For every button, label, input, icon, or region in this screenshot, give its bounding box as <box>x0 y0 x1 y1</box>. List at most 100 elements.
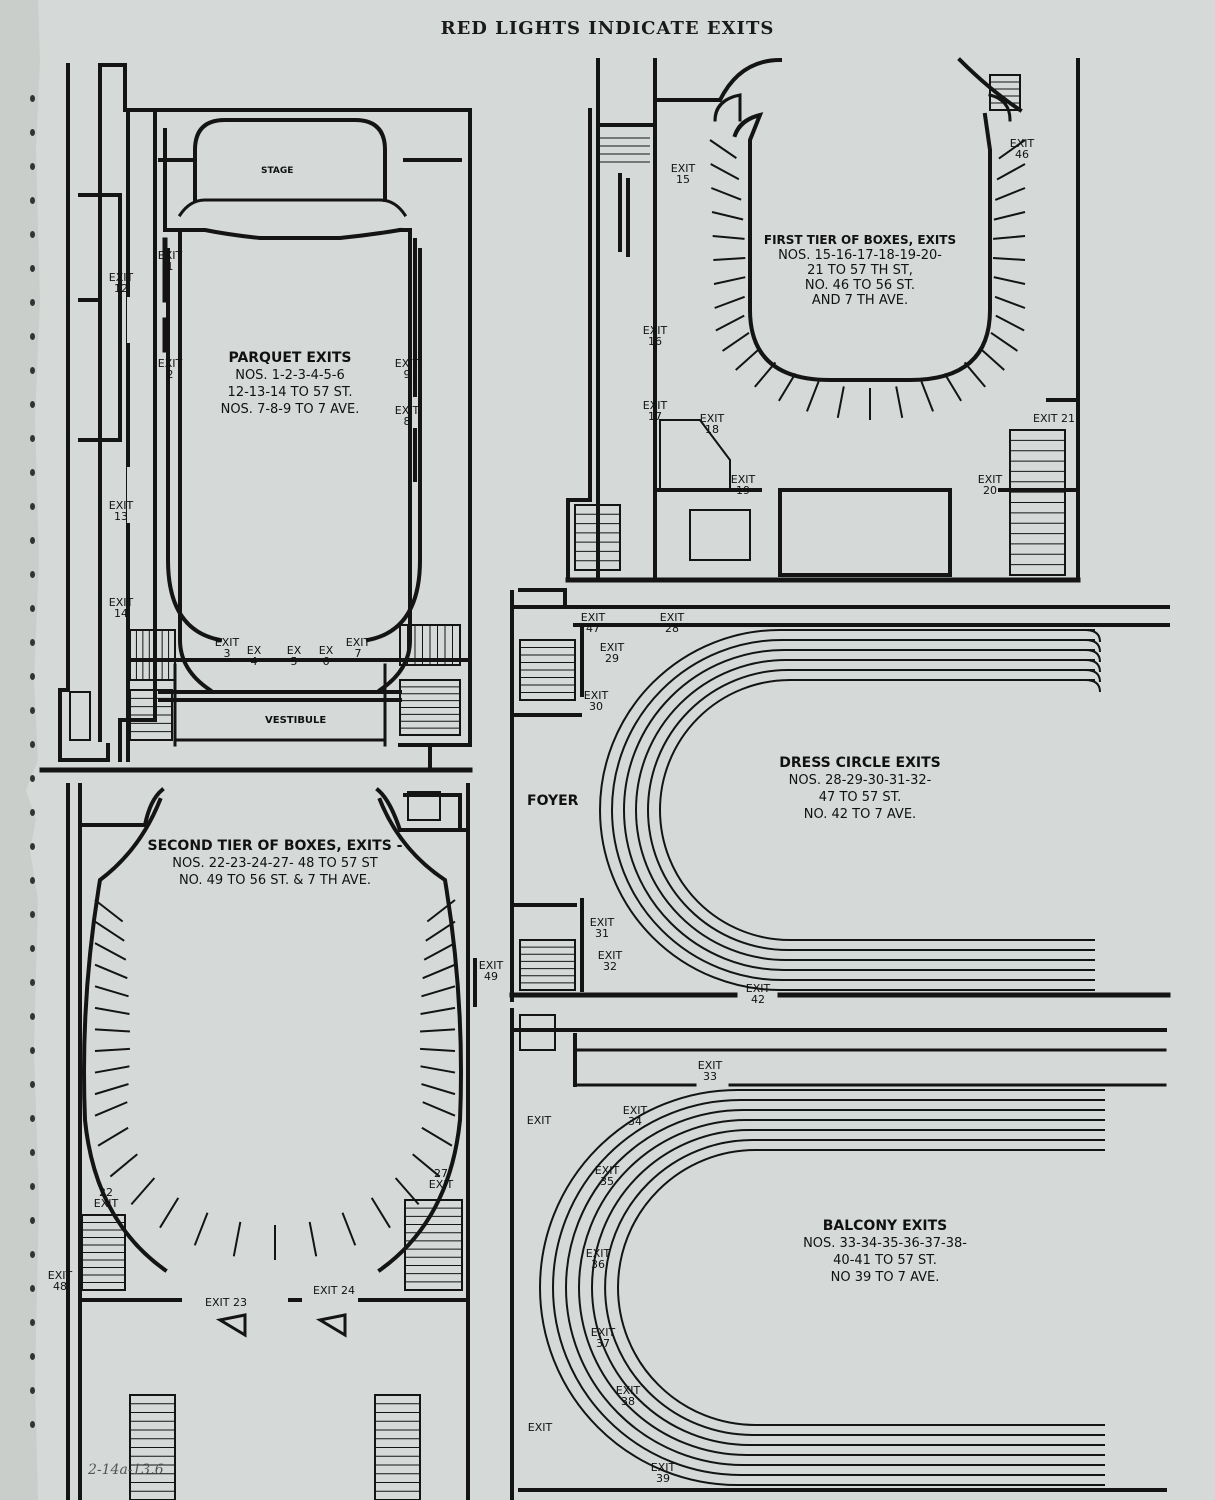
dress-circle-exits-title: DRESS CIRCLE EXITS NOS. 28-29-30-31-32- … <box>779 755 941 822</box>
plan-line <box>193 1212 209 1246</box>
plan-line <box>778 372 797 402</box>
plan-line <box>996 163 1026 181</box>
exit-label: EXIT <box>527 1421 553 1434</box>
plan-line <box>943 372 962 402</box>
punch-hole <box>30 1319 35 1326</box>
plan-line <box>998 139 1026 160</box>
exit-label: EXIT 29 <box>599 641 625 665</box>
punch-hole <box>30 1285 35 1292</box>
exit-label: EXIT 33 <box>697 1059 723 1083</box>
plan-line <box>993 256 1026 261</box>
punch-hole <box>30 775 35 782</box>
punch-hole <box>30 639 35 646</box>
vestibule-label: VESTIBULE <box>265 715 327 726</box>
plan-line <box>895 386 904 419</box>
plan-line <box>836 386 845 419</box>
punch-hole <box>30 1013 35 1020</box>
punch-hole <box>30 673 35 680</box>
plan-line <box>710 163 740 181</box>
seating-row <box>599 629 1095 991</box>
exit-label: EXIT 39 <box>650 1461 676 1485</box>
balcony-plan-walls <box>510 1008 1167 1500</box>
seating-row <box>565 1109 1105 1466</box>
exit-label: EXIT 49 <box>478 959 504 983</box>
exit-label: EXIT 1 <box>157 249 183 273</box>
exit-label: EXIT 23 <box>205 1296 247 1309</box>
exit-label: EXIT 34 <box>622 1104 648 1128</box>
parquet-auditorium <box>166 248 422 643</box>
plan-line <box>994 295 1026 309</box>
plan-line <box>714 295 745 309</box>
punch-hole <box>30 163 35 170</box>
seating-row <box>604 1139 1105 1436</box>
punch-hole <box>30 401 35 408</box>
plan-line <box>94 1101 128 1117</box>
plan-line <box>963 361 986 388</box>
plan-line <box>426 899 456 923</box>
seating-row <box>578 1119 1105 1456</box>
second-tier-horseshoe <box>82 797 463 1273</box>
plan-line <box>421 1126 453 1147</box>
seating-row <box>1084 639 1101 653</box>
seating-row <box>1084 669 1101 683</box>
exit-label: EXIT 18 <box>699 412 725 436</box>
exit-label: EXIT 19 <box>730 473 756 497</box>
exit-label: EXIT 3 <box>214 636 240 660</box>
plan-line <box>421 985 456 998</box>
punch-hole <box>30 945 35 952</box>
exit-label: EX 5 <box>286 644 302 668</box>
handwritten-catalog-note: 2-14a-13.6 <box>88 1462 164 1478</box>
plan-line <box>710 187 742 201</box>
seating-row <box>1084 659 1101 673</box>
punch-hole <box>30 911 35 918</box>
plan-line <box>713 276 746 285</box>
exit-label: EXIT 8 <box>394 404 420 428</box>
plan-line <box>711 211 744 221</box>
exit-label: EXIT 24 <box>313 1284 355 1297</box>
punch-hole <box>30 1183 35 1190</box>
punch-hole <box>30 435 35 442</box>
punch-hole <box>30 95 35 102</box>
punch-hole <box>30 1081 35 1088</box>
plan-line <box>94 1065 130 1074</box>
plan-line <box>713 256 746 261</box>
seating-row <box>611 639 1095 981</box>
punch-hole <box>30 537 35 544</box>
balcony-exits-title: BALCONY EXITS NOS. 33-34-35-36-37-38- 40… <box>803 1218 967 1285</box>
parquet-plan-walls <box>39 63 473 773</box>
punch-hole <box>30 503 35 510</box>
seating-row <box>1084 679 1101 693</box>
plan-line <box>94 1006 130 1015</box>
plan-line <box>425 920 456 942</box>
exit-label: EX 4 <box>246 644 262 668</box>
punch-hole <box>30 469 35 476</box>
plan-line <box>421 1083 456 1096</box>
plan-line <box>995 314 1025 332</box>
punch-hole <box>30 1217 35 1224</box>
plan-line <box>94 985 129 998</box>
exit-label: EXIT 38 <box>615 1384 641 1408</box>
plan-line <box>94 942 127 961</box>
exit-label: EXIT 32 <box>597 949 623 973</box>
punch-hole <box>30 1421 35 1428</box>
punch-hole <box>30 843 35 850</box>
plan-line <box>754 361 777 388</box>
exit-label: EXIT <box>526 1114 552 1127</box>
seating-row <box>552 1099 1105 1476</box>
punch-hole <box>30 299 35 306</box>
seating-row <box>647 669 1095 951</box>
punch-hole <box>30 197 35 204</box>
exit-label: EXIT 2 <box>157 357 183 381</box>
exit-label: EXIT 28 <box>659 611 685 635</box>
exit-label: EXIT 30 <box>583 689 609 713</box>
exit-label: 22 EXIT <box>93 1186 119 1210</box>
seating-row <box>591 1129 1105 1446</box>
plan-line <box>109 1153 138 1178</box>
punch-hole <box>30 1387 35 1394</box>
plan-line <box>420 1006 456 1015</box>
punch-hole <box>30 605 35 612</box>
exit-label: EXIT 37 <box>590 1326 616 1350</box>
plan-line <box>806 381 820 412</box>
punch-hole <box>30 231 35 238</box>
exit-label: EXIT 12 <box>108 271 134 295</box>
